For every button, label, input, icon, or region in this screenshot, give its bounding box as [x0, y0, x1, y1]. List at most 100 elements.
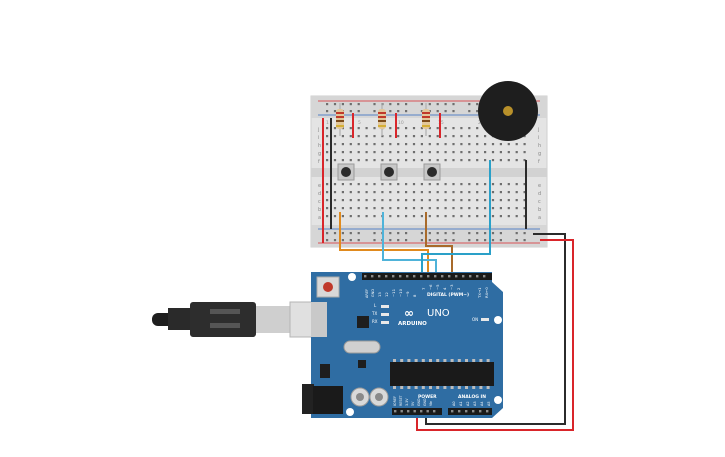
- chip-pin: [429, 386, 432, 389]
- arduino-uno-board[interactable]: L TX RX ON ∞ ARDUINO UNO DIGITAL (PWM~) …: [302, 272, 503, 418]
- breadboard-hole: [326, 183, 329, 186]
- breadboard-hole: [389, 215, 392, 218]
- breadboard-hole: [389, 151, 392, 154]
- breadboard-hole: [405, 143, 408, 146]
- wire-red-5v[interactable]: [416, 239, 574, 431]
- power-header[interactable]: [392, 408, 442, 415]
- breadboard-hole: [349, 159, 352, 162]
- breadboard-hole: [428, 127, 431, 130]
- rail-hole: [420, 103, 423, 106]
- breadboard-hole: [476, 207, 479, 210]
- power-jack[interactable]: [302, 384, 343, 414]
- breadboard-hole: [468, 151, 471, 154]
- breadboard-hole: [373, 151, 376, 154]
- rail-hole: [476, 103, 479, 106]
- resistor-1[interactable]: [336, 103, 344, 136]
- resistor-2[interactable]: [378, 103, 386, 136]
- breadboard-hole: [499, 199, 502, 202]
- breadboard-hole: [515, 207, 518, 210]
- breadboard-hole: [349, 151, 352, 154]
- header-pin: [465, 410, 468, 413]
- header-pin: [469, 275, 472, 278]
- breadboard-hole: [436, 215, 439, 218]
- analog-pin-label: A0: [452, 401, 456, 406]
- rail-hole: [326, 103, 329, 106]
- digital-pin-labels: 13 12 ~11 ~10 ~9 8 7 ~6 ~5 4 ~3 2 TX→1 R…: [377, 284, 489, 299]
- breadboard-hole: [412, 151, 416, 154]
- power-pin-label: Vin: [429, 401, 433, 406]
- breadboard-hole: [357, 135, 360, 138]
- breadboard-hole: [491, 191, 495, 194]
- breadboard-hole: [420, 159, 423, 162]
- breadboard-hole: [484, 207, 487, 210]
- breadboard-hole: [365, 215, 368, 218]
- breadboard-hole: [357, 207, 360, 210]
- wire-light-blue[interactable]: [382, 212, 437, 282]
- usb-cable-icon[interactable]: [152, 301, 313, 338]
- reset-button-icon[interactable]: [316, 276, 340, 298]
- chip-pin: [450, 386, 454, 389]
- breadboard-hole: [341, 151, 344, 154]
- breadboard-hole: [333, 143, 337, 146]
- row-letter: g: [318, 151, 321, 157]
- chip-pin: [450, 359, 454, 362]
- power-header-label: POWER: [418, 394, 437, 400]
- rail-hole: [389, 232, 392, 235]
- chip-pin: [429, 359, 432, 362]
- rail-hole: [491, 232, 495, 235]
- rail-hole: [389, 110, 392, 113]
- breadboard-hole: [341, 191, 344, 194]
- header-pin: [413, 410, 416, 413]
- rail-hole: [397, 110, 400, 113]
- chip-pin: [407, 386, 411, 389]
- rail-hole: [452, 239, 455, 242]
- led-l: [381, 305, 389, 308]
- header-pin: [364, 275, 367, 278]
- breadboard-hole: [341, 143, 344, 146]
- crystal: [343, 340, 381, 354]
- rail-hole: [349, 232, 352, 235]
- breadboard-hole: [476, 127, 479, 130]
- breadboard-hole: [349, 127, 352, 130]
- wire-blue-buzzer[interactable]: [421, 160, 491, 282]
- rail-hole: [468, 239, 471, 242]
- breadboard-hole: [333, 159, 337, 162]
- rail-hole: [397, 103, 400, 106]
- push-button-1[interactable]: [337, 163, 355, 181]
- breadboard-hole: [420, 215, 423, 218]
- push-button-3[interactable]: [423, 163, 441, 181]
- breadboard-hole: [444, 191, 447, 194]
- breadboard-hole: [507, 159, 510, 162]
- chip-pin: [465, 359, 468, 362]
- row-letter: a: [538, 215, 541, 221]
- breadboard-hole: [365, 143, 368, 146]
- row-letter: e: [538, 183, 541, 189]
- breadboard-hole: [468, 135, 471, 138]
- wire-brown[interactable]: [425, 212, 453, 282]
- label-aref: AREF: [365, 289, 369, 298]
- chip-pin: [472, 359, 476, 362]
- breadboard-hole: [365, 151, 368, 154]
- column-number: 1: [326, 120, 329, 126]
- mount-hole: [494, 396, 502, 404]
- resistor-3[interactable]: [422, 103, 430, 136]
- push-buttons: [337, 163, 441, 181]
- rail-hole: [444, 239, 447, 242]
- breadboard-hole: [444, 207, 447, 210]
- rail-hole: [333, 103, 337, 106]
- breadboard-hole: [397, 151, 400, 154]
- rail-hole: [389, 239, 392, 242]
- wire-black-gnd[interactable]: [425, 233, 566, 425]
- breadboard-hole: [357, 183, 360, 186]
- breadboard-hole: [499, 183, 502, 186]
- chip-pin: [472, 386, 476, 389]
- label-l: L: [374, 303, 377, 308]
- breadboard-hole: [381, 183, 384, 186]
- header-pin: [433, 410, 436, 413]
- label-tx: TX: [371, 311, 377, 316]
- push-button-2[interactable]: [380, 163, 398, 181]
- piezo-buzzer-icon[interactable]: [478, 81, 538, 141]
- breadboard-hole: [499, 151, 502, 154]
- analog-header[interactable]: [448, 408, 492, 415]
- breadboard-hole: [412, 183, 416, 186]
